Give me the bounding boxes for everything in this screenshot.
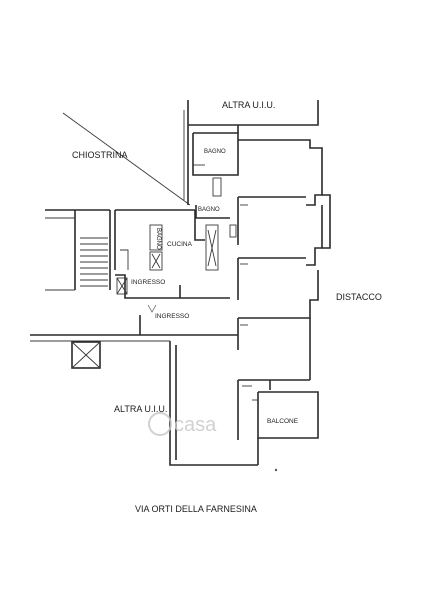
east-facade bbox=[237, 125, 331, 380]
label-ingresso-left: INGRESSO bbox=[131, 279, 165, 286]
label-altra-uiu-top: ALTRA U.I.U. bbox=[222, 100, 275, 110]
room-east-1 bbox=[237, 196, 306, 245]
label-altra-uiu-bottom: ALTRA U.I.U. bbox=[114, 404, 167, 414]
staircase bbox=[45, 209, 111, 291]
balcony bbox=[252, 391, 319, 439]
label-street: VIA ORTI DELLA FARNESINA bbox=[135, 504, 257, 514]
label-distacco: DISTACCO bbox=[336, 292, 382, 302]
label-chiostrina: CHIOSTRINA bbox=[72, 150, 128, 160]
label-bagno-vertical: BAGNO bbox=[155, 228, 161, 250]
bathroom-top-room bbox=[192, 132, 239, 197]
label-cucina: CUCINA bbox=[167, 241, 193, 248]
watermark-text: casa bbox=[174, 414, 217, 436]
top-neighbor-wall bbox=[183, 100, 319, 205]
entrance-corridor bbox=[115, 274, 230, 335]
room-east-2 bbox=[237, 257, 306, 300]
corner-dot bbox=[274, 468, 278, 472]
lower-neighbor-wall bbox=[30, 334, 259, 466]
watermark-logo: casa bbox=[148, 412, 217, 436]
room-east-4 bbox=[237, 379, 310, 440]
label-balcone: BALCONE bbox=[267, 418, 299, 425]
label-bagno-mid: BAGNO bbox=[198, 207, 220, 213]
chiostrina-diagonal bbox=[62, 112, 191, 206]
room-east-3 bbox=[237, 317, 306, 345]
label-bagno-top: BAGNO bbox=[204, 149, 226, 155]
label-ingresso-center: INGRESSO bbox=[155, 313, 189, 320]
bathroom-mid-room bbox=[195, 205, 237, 271]
kitchen-room bbox=[114, 209, 205, 271]
